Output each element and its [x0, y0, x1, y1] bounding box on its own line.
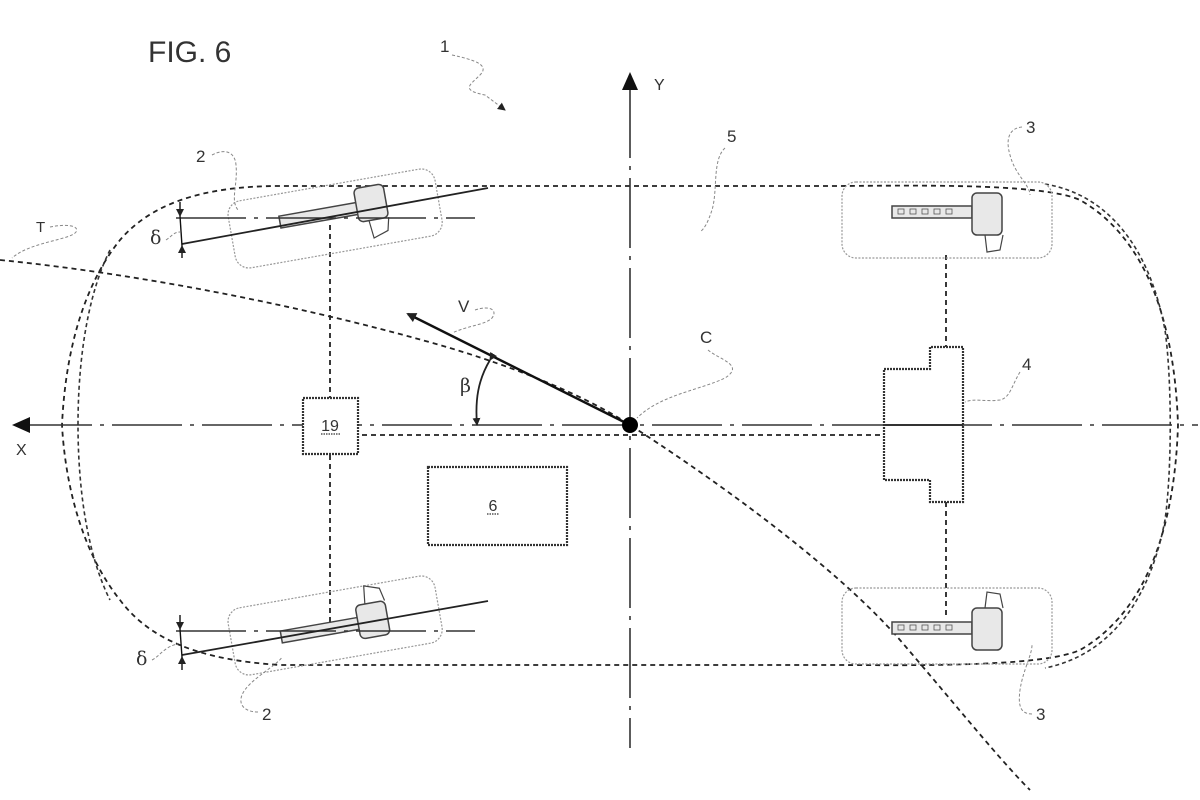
trajectory-leader [11, 224, 78, 259]
vehicle-body-outline [61, 183, 1179, 669]
steering-actuator-label: 19 [321, 418, 339, 435]
rear-caliper-bottom [984, 591, 1004, 609]
slip-angle-arc [472, 351, 498, 426]
label-steer-angle-top: δ [150, 227, 161, 249]
rear-wheel-top-leader [1007, 126, 1031, 196]
rear-tire-top [841, 181, 1053, 259]
label-velocity: V [458, 297, 470, 316]
front-caliper-bottom [363, 585, 386, 605]
rear-tire-bottom [841, 587, 1053, 665]
label-body: 5 [727, 127, 736, 146]
front-wheel-bottom-leader [240, 656, 283, 713]
control-unit-box [426, 465, 569, 547]
body-leader [699, 147, 726, 233]
front-hub-bottom [355, 600, 391, 640]
steering-actuator-box [301, 396, 360, 456]
label-trajectory: T [36, 219, 45, 236]
front-wheel-top-leader [211, 151, 239, 211]
control-unit-label: 6 [489, 498, 498, 515]
front-hub-top [353, 183, 389, 223]
x-axis-arrow-icon [12, 417, 30, 433]
rear-driveshaft-bottom-holes [897, 624, 953, 631]
front-tire-top [227, 168, 443, 269]
label-front-wheel-top: 2 [196, 147, 205, 166]
rear-wheel-top [841, 181, 1053, 259]
delta-bottom-leader [151, 643, 179, 661]
label-rear-wheel-bottom: 3 [1036, 705, 1045, 724]
figure-title: FIG. 6 [148, 36, 231, 69]
rear-caliper-top [984, 234, 1004, 253]
rear-hub-top [971, 192, 1003, 236]
front-wheel-bottom [176, 575, 489, 676]
rear-wheel-bottom-leader [1018, 644, 1033, 715]
front-caliper-top [368, 217, 390, 239]
label-front-wheel-bottom: 2 [262, 705, 271, 724]
front-wheel-top [176, 168, 489, 269]
front-top-steer-line [181, 187, 489, 245]
x-axis-label: X [16, 442, 27, 459]
rear-hub-bottom [971, 607, 1003, 651]
vehicle-leader [451, 54, 506, 111]
label-center-of-gravity: C [700, 328, 712, 347]
rear-wheel-bottom [841, 587, 1053, 665]
label-rear-differential: 4 [1022, 355, 1031, 374]
front-bottom-steer-line [181, 600, 489, 656]
center-of-gravity-dot [622, 417, 638, 433]
differential-leader [964, 371, 1021, 403]
label-vehicle: 1 [440, 37, 449, 56]
velocity-vector [406, 312, 631, 427]
delta-top-dimension [179, 215, 183, 247]
y-axis-arrow-icon [622, 72, 638, 90]
rear-driveshaft-top-holes [897, 208, 953, 215]
label-rear-wheel-top: 3 [1026, 118, 1035, 137]
velocity-leader [451, 307, 495, 334]
y-axis-label: Y [654, 77, 665, 94]
delta-top-leader [165, 231, 181, 241]
cog-leader [636, 349, 733, 419]
delta-bottom-dimension [179, 628, 183, 658]
label-slip-angle: β [460, 375, 471, 397]
label-steer-angle-bottom: δ [136, 648, 147, 670]
front-tire-bottom [227, 575, 443, 676]
